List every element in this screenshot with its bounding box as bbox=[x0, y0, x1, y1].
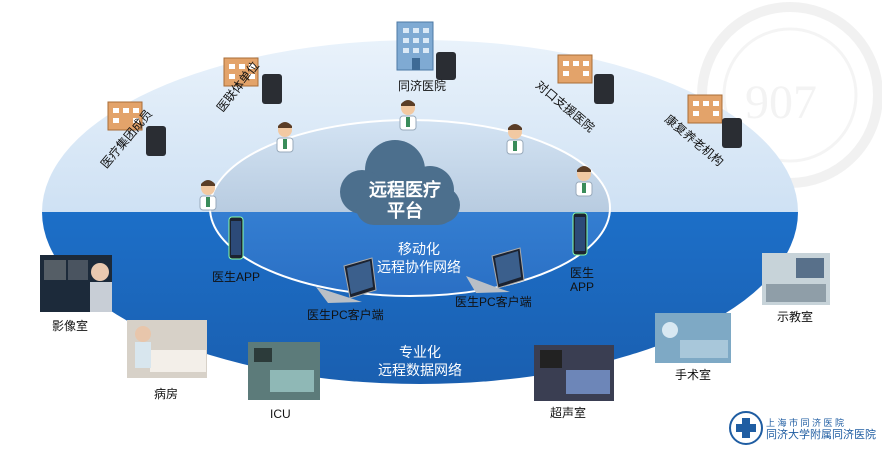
hospital-logo-text: 上 海 市 同 济 医 院 同济大学附属同济医院 bbox=[766, 417, 876, 441]
cloud-icon bbox=[340, 140, 460, 225]
icu-photo bbox=[248, 342, 320, 400]
mobile-network-label: 移动化 远程协作网络 bbox=[364, 240, 474, 276]
logo-line1: 上 海 市 同 济 医 院 bbox=[766, 418, 845, 428]
ultrasound-room-photo bbox=[534, 345, 614, 401]
ultrasound-room-label: 超声室 bbox=[550, 406, 587, 420]
consortium-building-icon bbox=[223, 57, 282, 104]
data-network-line1: 专业化 bbox=[399, 344, 441, 360]
doctor-app-left-label: 医生APP bbox=[212, 270, 261, 284]
doctor-icon bbox=[575, 166, 593, 197]
rehab-building-icon bbox=[687, 94, 742, 148]
tablet-pc-icon bbox=[316, 257, 377, 303]
icu-label: ICU bbox=[270, 407, 291, 421]
group-member-building-icon bbox=[107, 101, 166, 156]
doctor-icon bbox=[506, 124, 524, 155]
pairing-building-icon bbox=[557, 54, 614, 104]
doctor-icon bbox=[276, 122, 294, 153]
cloud-title: 远程医疗 平台 bbox=[355, 180, 455, 222]
pc-client-left-label: 医生PC客户端 bbox=[307, 308, 384, 322]
svg-text:907: 907 bbox=[745, 76, 817, 129]
teaching-room-photo bbox=[762, 253, 830, 305]
doctor-app-right-label: 医生 APP bbox=[567, 266, 597, 294]
smartphone-icon bbox=[572, 212, 588, 256]
tablet-pc-icon bbox=[466, 247, 525, 293]
operating-room-photo bbox=[655, 313, 731, 363]
hospital-center-label: 同济医院 bbox=[398, 79, 447, 93]
cloud-title-line2: 平台 bbox=[387, 201, 423, 221]
operating-room-label: 手术室 bbox=[675, 368, 712, 382]
doctor-app-right-line1: 医生 bbox=[569, 266, 594, 280]
imaging-room-photo bbox=[40, 255, 112, 312]
teaching-room-label: 示教室 bbox=[777, 310, 814, 324]
logo-line2: 同济大学附属同济医院 bbox=[766, 429, 876, 441]
mobile-network-line2: 远程协作网络 bbox=[377, 259, 461, 275]
mobile-network-line1: 移动化 bbox=[398, 241, 440, 257]
pc-client-right-label: 医生PC客户端 bbox=[455, 295, 532, 309]
imaging-room-label: 影像室 bbox=[52, 319, 89, 333]
doctor-icon bbox=[399, 100, 417, 131]
smartphone-icon bbox=[228, 216, 244, 260]
ward-label: 病房 bbox=[154, 387, 179, 401]
hospital-building-icon bbox=[396, 21, 456, 80]
cloud-title-line1: 远程医疗 bbox=[369, 180, 441, 200]
data-network-line2: 远程数据网络 bbox=[378, 362, 462, 378]
data-network-label: 专业化 远程数据网络 bbox=[360, 343, 480, 379]
ward-photo bbox=[127, 320, 207, 378]
doctor-app-right-line2: APP bbox=[569, 280, 594, 294]
hospital-logo-icon bbox=[729, 411, 763, 445]
doctor-icon bbox=[199, 180, 217, 211]
